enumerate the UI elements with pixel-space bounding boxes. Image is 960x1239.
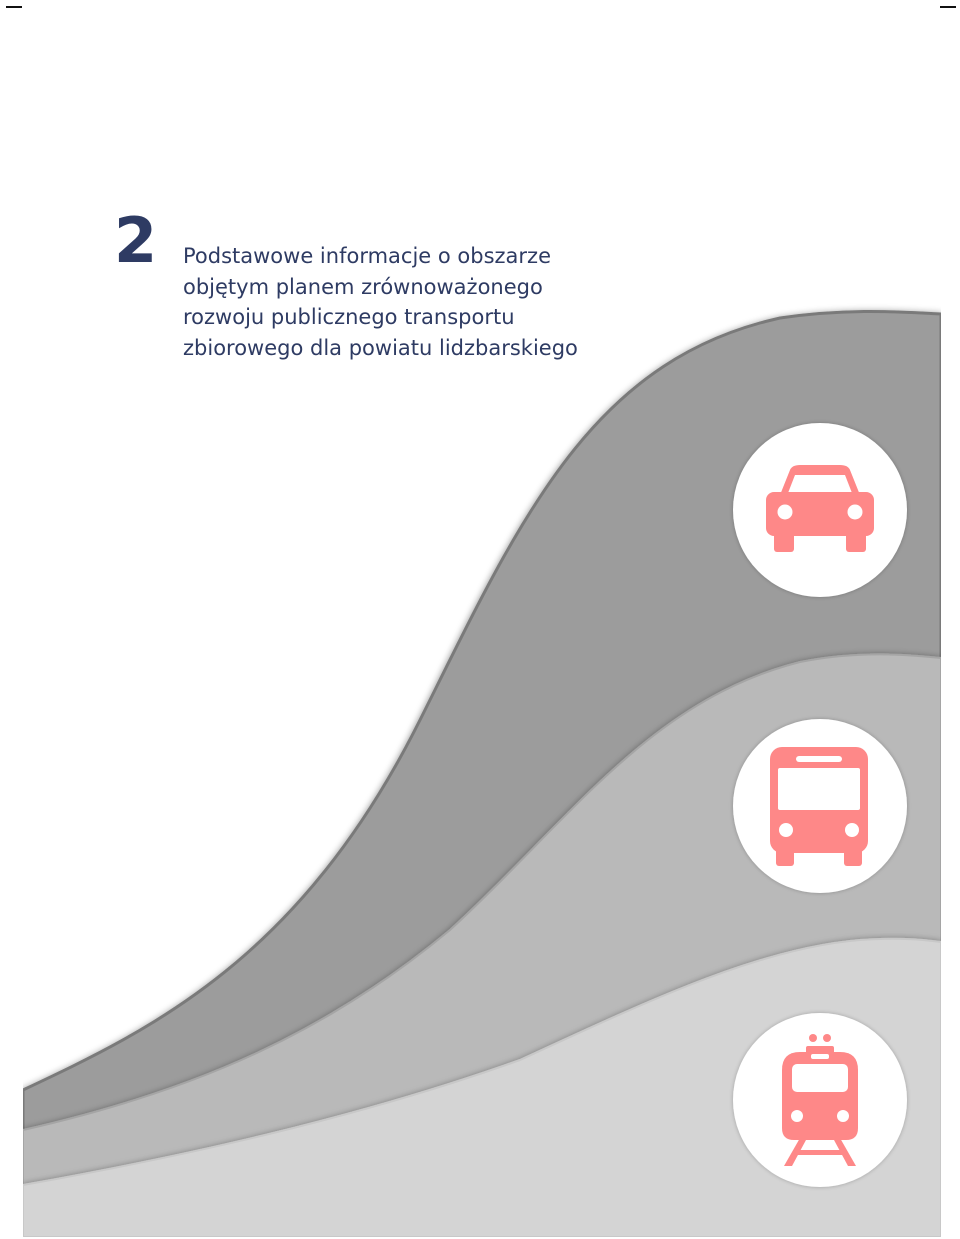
crop-mark-left (6, 6, 22, 8)
chapter-number: 2 (114, 204, 157, 277)
train-badge (733, 1013, 907, 1187)
chapter-title-line: Podstawowe informacje o obszarze (183, 244, 551, 268)
crop-mark-right (940, 6, 956, 8)
wave-light (23, 937, 941, 1237)
chapter-title-line: rozwoju publicznego transportu (183, 305, 515, 329)
chapter-title-line: objętym planem zrównoważonego (183, 274, 543, 299)
train-icon (782, 1034, 858, 1166)
car-badge (733, 423, 907, 597)
chapter-title-line: zbiorowego dla powiatu lidzbarskiego (183, 335, 578, 360)
bus-badge (733, 719, 907, 893)
chapter-title: Podstawowe informacje o obszarze objętym… (183, 241, 743, 363)
car-icon (766, 465, 874, 552)
bus-icon (770, 747, 868, 866)
